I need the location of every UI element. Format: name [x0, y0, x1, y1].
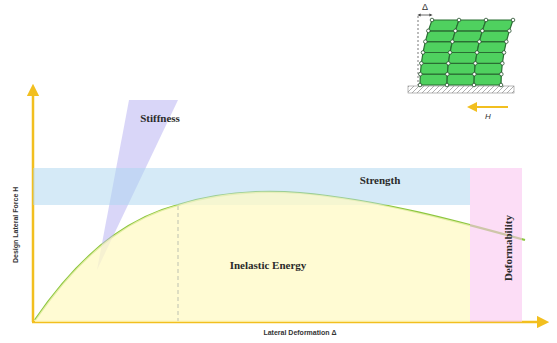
y-axis [32, 90, 35, 322]
frame-panel [477, 42, 506, 53]
region-label: Stiffness [140, 112, 180, 124]
frame-panel [448, 53, 477, 64]
frame-panel [474, 74, 501, 85]
inelastic-energy-area: Inelastic Energy [35, 185, 470, 322]
frame-joint [505, 40, 509, 44]
frame-joint [472, 83, 476, 87]
region-label: Inelastic Energy [230, 259, 307, 271]
frame-panel [421, 53, 450, 64]
force-arrow [472, 106, 508, 108]
building-frame [418, 18, 515, 87]
frame-panel [425, 31, 455, 42]
frame-joint [473, 72, 477, 76]
frame-panel [423, 42, 452, 53]
frame-joint [501, 62, 505, 66]
area-fill [35, 192, 470, 322]
frame-panel [447, 63, 475, 74]
frame-joint [475, 51, 479, 55]
frame-joint [502, 51, 506, 55]
deformability-band-shape [470, 168, 522, 322]
frame-joint [420, 62, 424, 66]
frame-joint [447, 62, 451, 66]
frame-joint [445, 83, 449, 87]
dimension-arrow [419, 15, 431, 16]
frame-joint [511, 18, 515, 22]
frame-joint [499, 83, 503, 87]
frame-joint [427, 29, 431, 33]
frame-panel [474, 63, 502, 74]
frame-panel [447, 74, 474, 85]
region-label: Deformability [502, 215, 514, 281]
region-label: Strength [360, 174, 401, 186]
frame-joint [446, 72, 450, 76]
frame-joint [451, 40, 455, 44]
frame-joint [430, 18, 434, 22]
axis-label: Lateral Deformation Δ [263, 329, 336, 337]
frame-joint [421, 51, 425, 55]
frame-panel [475, 53, 504, 64]
inelastic-energy-area-shape [35, 185, 470, 322]
deformability-band: Deformability [470, 168, 522, 322]
frame-joint [508, 29, 512, 33]
frame-joint [419, 72, 423, 76]
frame-panel [420, 74, 447, 85]
frame-panel [450, 42, 479, 53]
frame-joint [481, 29, 485, 33]
frame-joint [457, 18, 461, 22]
frame-joint [478, 40, 482, 44]
frame-joint [418, 83, 422, 87]
frame-panel [420, 63, 448, 74]
frame-panel [452, 31, 482, 42]
frame-joint [448, 51, 452, 55]
axis-label: Design Lateral Force H [12, 187, 20, 263]
frame-joint [424, 40, 428, 44]
frame-joint [474, 62, 478, 66]
band-fill [470, 168, 522, 322]
dimension-label: Δ [422, 3, 428, 13]
force-label: H [485, 113, 491, 122]
frame-joint [484, 18, 488, 22]
reference-line [418, 16, 419, 85]
frame-panel [479, 31, 509, 42]
frame-joint [500, 72, 504, 76]
ground-hatch [408, 86, 514, 93]
frame-joint [454, 29, 458, 33]
